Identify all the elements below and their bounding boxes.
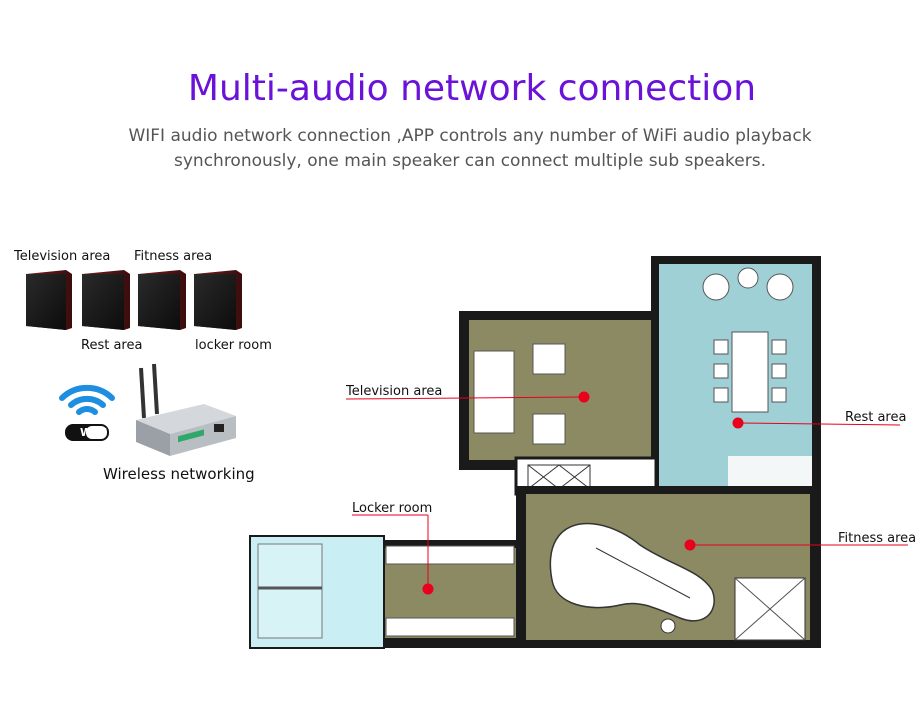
speaker-label-fitness: Fitness area [134,249,213,264]
plan-label-rest: Rest area [845,410,907,425]
speaker-label-locker: locker room [195,338,272,353]
callout-locker [352,514,434,595]
callout-rest [732,417,901,429]
callout-television [345,391,590,403]
speaker-label-television: Television area [14,249,111,264]
network-caption: Wireless networking [103,465,255,483]
callout-fitness [684,539,908,551]
wifi-badge-label: WiFi [80,426,108,439]
speaker-4 [194,270,242,330]
wifi-badge [65,424,109,441]
speaker-3 [138,270,186,330]
router-icon [136,363,236,456]
page-title: Multi-audio network connection [187,68,757,109]
speaker-2 [82,270,130,330]
plan-label-locker: Locker room [352,501,433,516]
plan-label-fitness: Fitness area [838,531,917,546]
speaker-label-rest: Rest area [81,338,143,353]
speaker-1 [26,270,72,330]
page-subtitle: WIFI audio network connection ,APP contr… [110,124,830,174]
wifi-icon [59,384,115,415]
subtitle-line-2: synchronously, one main speaker can conn… [174,151,766,171]
subtitle-line-1: WIFI audio network connection ,APP contr… [128,126,812,146]
floor-plan [249,256,821,649]
plan-label-television: Television area [346,384,443,399]
